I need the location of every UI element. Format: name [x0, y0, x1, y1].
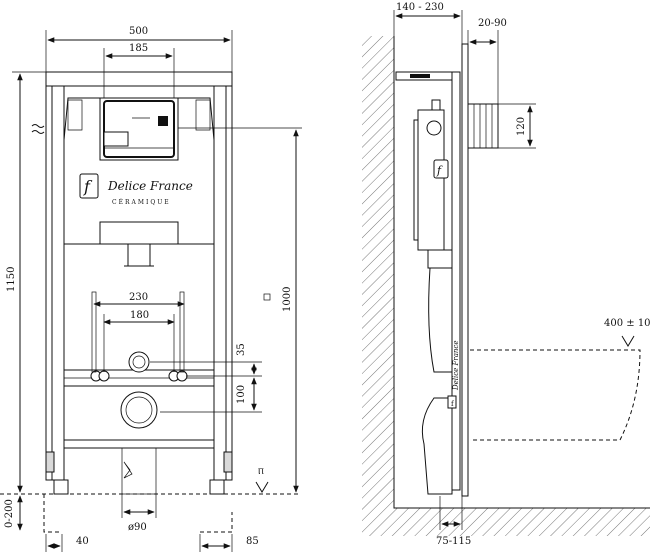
dim-width-label: 500 — [129, 26, 148, 37]
dim-studs-outer-label: 230 — [129, 292, 148, 303]
dim-75-115: 75-115 — [436, 496, 471, 547]
flush-box — [467, 103, 499, 149]
dim-wall-distance-label: 140 - 230 — [396, 2, 444, 13]
dim-studs-inner-label: 180 — [130, 310, 149, 321]
drain-pipe — [121, 447, 157, 495]
dim-leg-adjust: 0-200 — [4, 495, 23, 531]
dim-frame-height-label: 1000 — [282, 287, 293, 312]
side-view: f f Delice France 140 - 230 — [362, 2, 650, 547]
side-logo-letter: f — [436, 164, 443, 177]
dim-frame-height: 1000 — [178, 127, 302, 493]
brand-name: Delice France — [107, 179, 193, 193]
side-logo-letter-2: f — [451, 400, 455, 408]
brand-mark: f Delice France CÉRAMIQUE — [79, 173, 193, 206]
dim-studs: 230 180 — [93, 292, 185, 372]
dim-button-label: 185 — [129, 43, 148, 54]
dim-wall-distance: 140 - 230 — [393, 2, 463, 36]
dim-40-label: 40 — [76, 536, 89, 547]
bottom-crossbar — [63, 439, 215, 449]
brand-subline: CÉRAMIQUE — [112, 198, 171, 206]
right-upright — [213, 71, 233, 481]
stud-left-inner — [98, 370, 110, 382]
finish-wall — [461, 43, 469, 497]
stud-right-outer — [176, 370, 188, 382]
dim-height: 1150 — [6, 71, 46, 493]
dim-120-label: 120 — [516, 117, 527, 136]
dim-bowl-height-label: 400 ± 10 — [604, 318, 650, 329]
dim-panel-label: 20-90 — [478, 18, 507, 29]
cistern — [63, 97, 215, 267]
dim-120: 120 — [498, 103, 536, 149]
dim-85: 85 — [199, 534, 259, 552]
toilet-bowl-outline — [470, 349, 641, 441]
cistern-outlet — [127, 243, 151, 267]
lower-box — [99, 221, 179, 245]
feet — [43, 451, 233, 533]
dim-panel: 20-90 — [467, 18, 507, 104]
svg-text:Ⲡ: Ⲡ — [258, 467, 264, 476]
flush-plate-opening — [99, 97, 179, 161]
wall-hatching — [362, 36, 650, 536]
studs — [90, 291, 188, 382]
dim-100-label: 100 — [236, 385, 247, 404]
dim-height-label: 1150 — [6, 267, 17, 292]
dim-75-115-label: 75-115 — [436, 536, 471, 547]
dim-vertical-small: 35 100 — [150, 343, 262, 413]
pipes — [120, 351, 158, 495]
bowl-marker-icon — [621, 335, 635, 347]
dim-drain-label: ø90 — [128, 522, 147, 533]
left-foot — [53, 479, 69, 495]
dim-35-label: 35 — [236, 343, 247, 356]
logo-letter: f — [83, 177, 93, 196]
dim-40: 40 — [45, 534, 89, 552]
dim-drain: ø90 — [121, 494, 157, 533]
dim-width: 500 — [45, 26, 233, 72]
water-symbol-icon — [31, 124, 45, 134]
left-upright — [45, 71, 65, 481]
side-brand-name: Delice France — [452, 341, 460, 391]
top-crossbar — [45, 71, 233, 87]
floor-marker-icon — [255, 481, 269, 493]
side-frame: f f Delice France — [395, 71, 461, 495]
right-foot — [209, 479, 225, 495]
water-inlet — [128, 351, 150, 373]
drain-outlet — [120, 391, 158, 429]
flush-plate — [103, 100, 175, 158]
dim-85-label: 85 — [246, 536, 259, 547]
front-view: f Delice France CÉRAMIQUE — [0, 26, 302, 552]
dim-button: 185 — [103, 43, 175, 98]
dim-leg-adjust-label: 0-200 — [4, 499, 15, 528]
